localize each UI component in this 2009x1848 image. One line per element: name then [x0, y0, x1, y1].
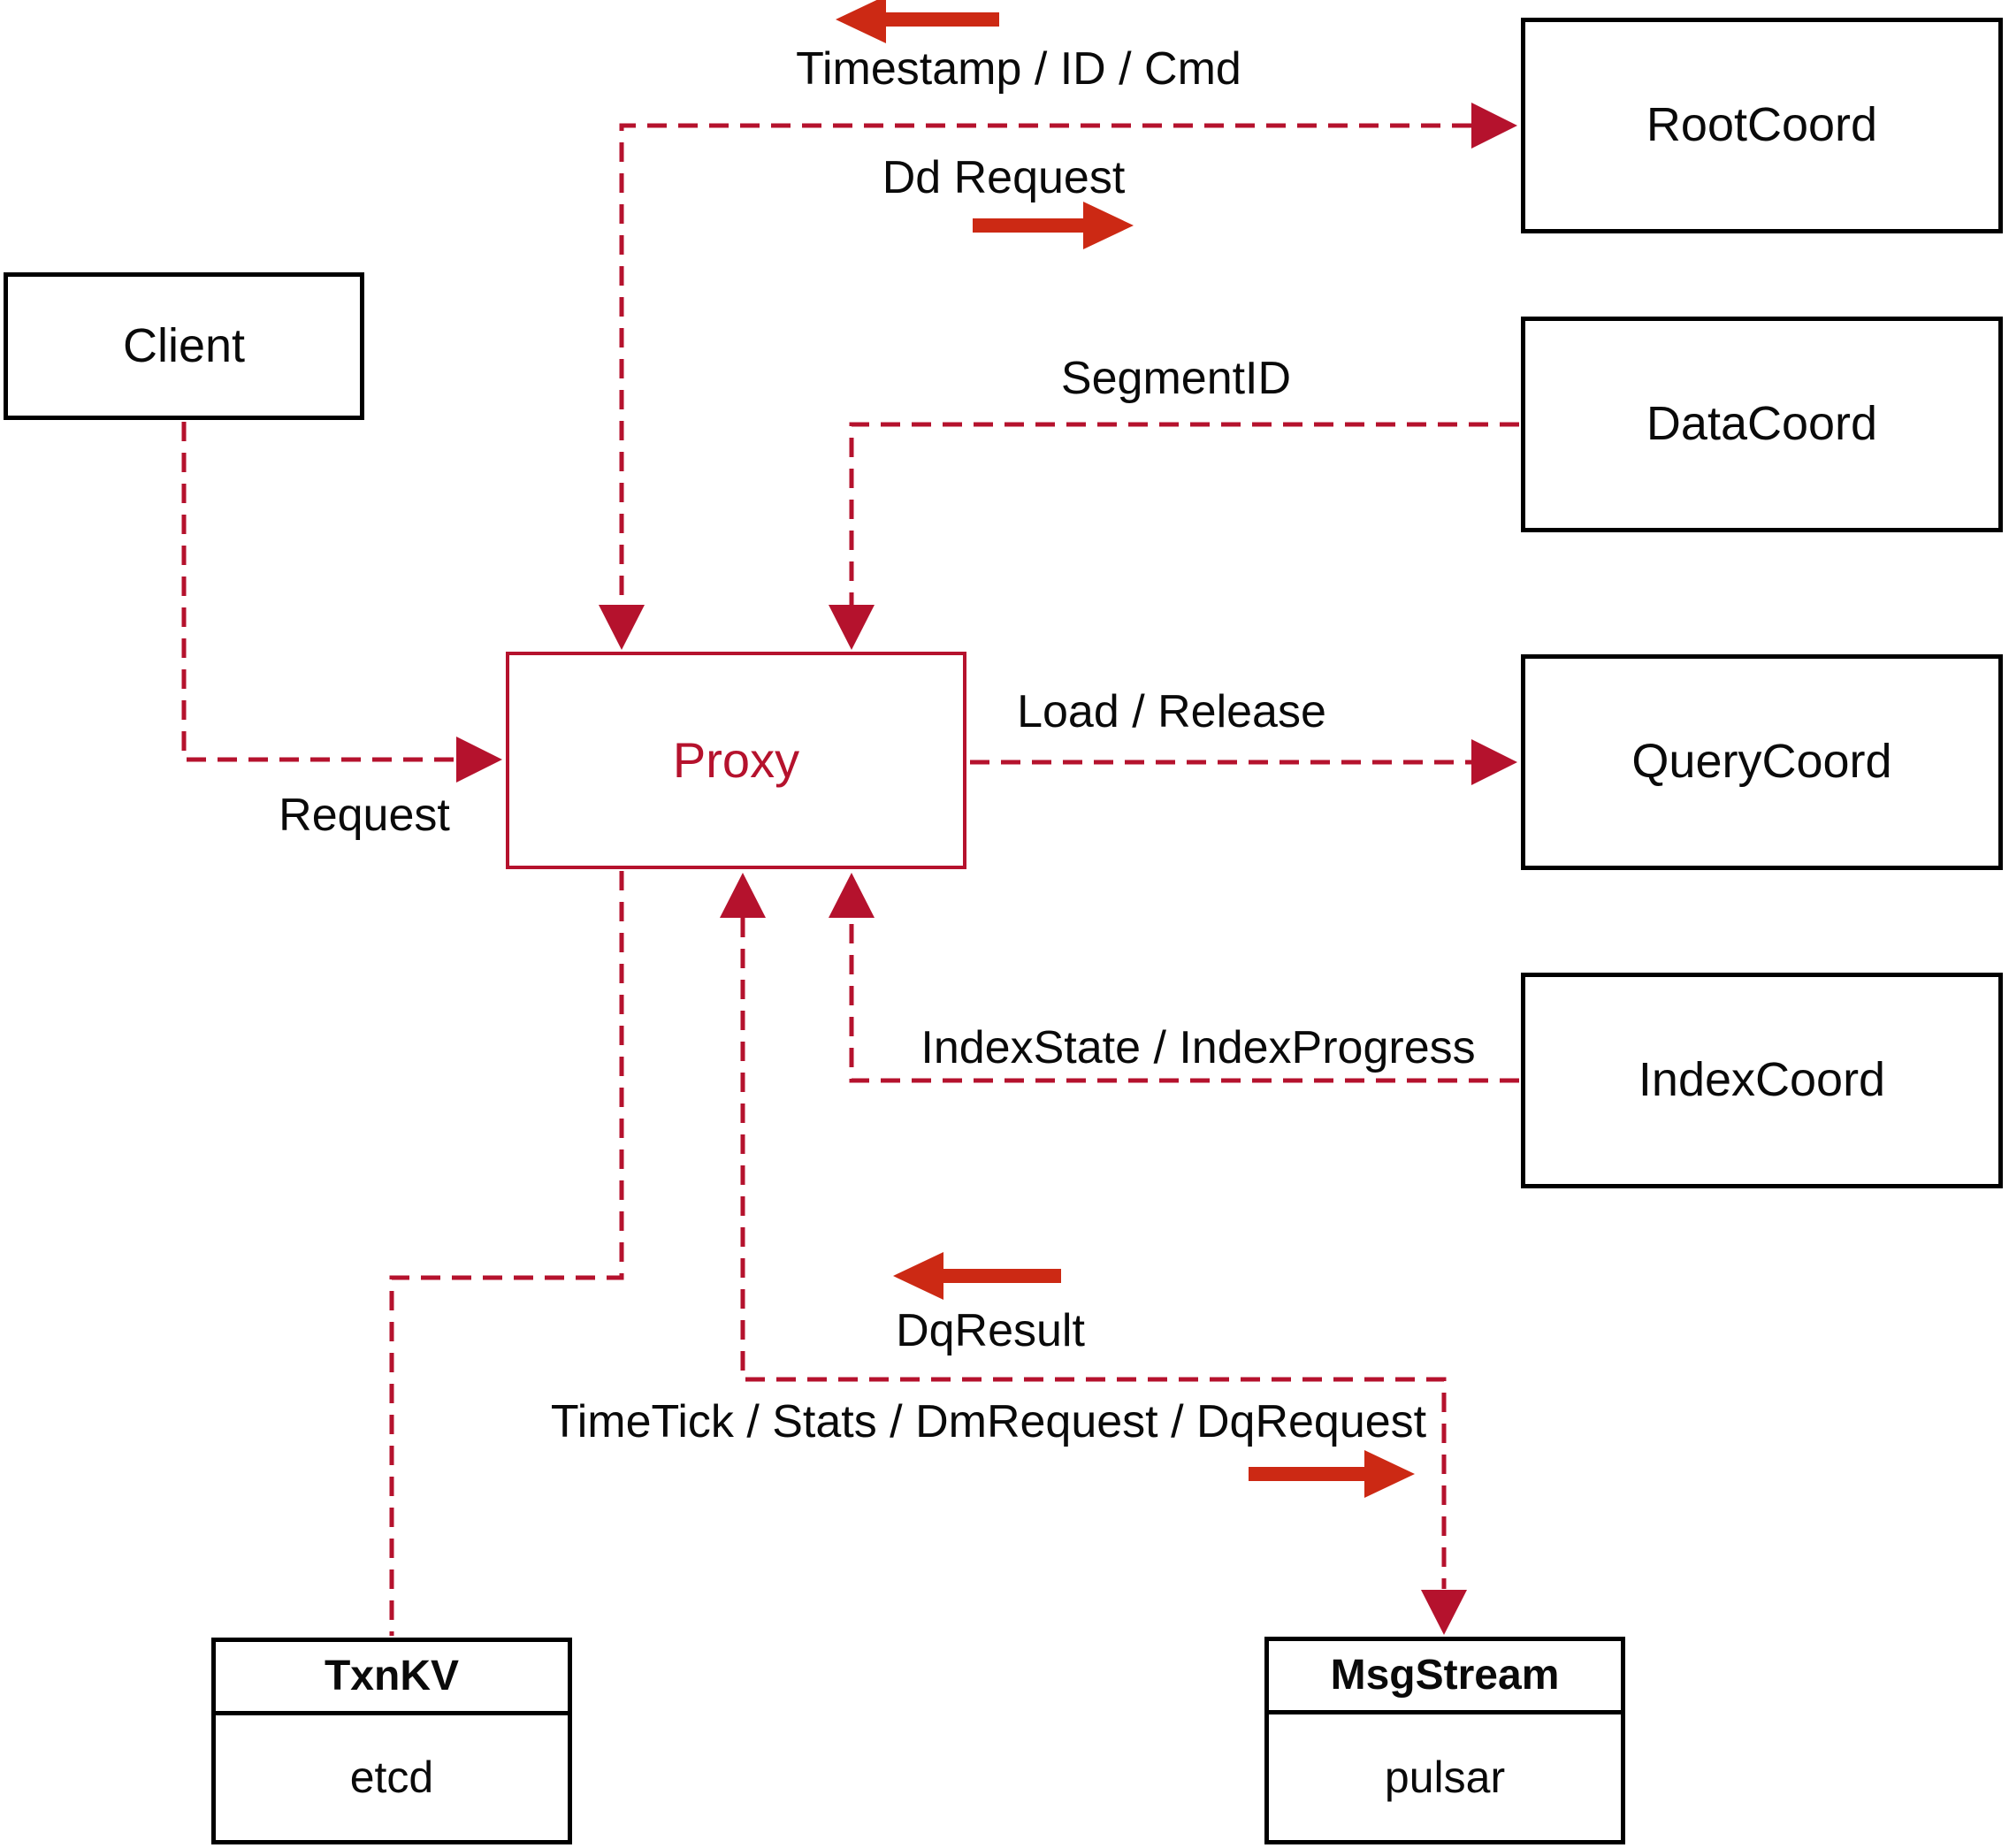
arrowhead-into-proxy-bottom-mid: [720, 873, 766, 918]
datacoord-node: DataCoord: [1521, 317, 2003, 532]
txnkv-node: TxnKV etcd: [211, 1638, 572, 1844]
proxy-label: Proxy: [672, 732, 800, 789]
edge-proxy-querycoord: [970, 739, 1517, 785]
client-label: Client: [122, 318, 246, 372]
right-arrow-icon-time-tick: [1249, 1450, 1415, 1498]
arrowhead-into-msgstream: [1421, 1590, 1467, 1635]
rootcoord-node: RootCoord: [1521, 18, 2003, 233]
indexcoord-node: IndexCoord: [1521, 973, 2003, 1188]
edge-label-segment-id: SegmentID: [1060, 353, 1292, 404]
left-arrow-icon-dq-result: [893, 1252, 1061, 1300]
edge-proxy-rootcoord: [599, 103, 1517, 650]
arrowhead-into-proxy-top-right: [829, 605, 875, 650]
edge-proxy-msgstream: [720, 873, 1467, 1635]
arrowhead-into-querycoord: [1471, 739, 1517, 785]
edge-label-dq-result: DqResult: [896, 1305, 1085, 1356]
arrowhead-into-rootcoord: [1471, 103, 1517, 149]
txnkv-title: TxnKV: [216, 1642, 568, 1715]
querycoord-node: QueryCoord: [1521, 654, 2003, 870]
indexcoord-label: IndexCoord: [1638, 1053, 1886, 1107]
edge-datacoord-proxy: [829, 422, 1519, 650]
msgstream-title: MsgStream: [1269, 1641, 1621, 1714]
edge-client-proxy: [181, 422, 502, 783]
edge-label-load-release: Load / Release: [1017, 686, 1326, 737]
datacoord-label: DataCoord: [1646, 397, 1878, 451]
edge-indexcoord-proxy: [829, 873, 1519, 1083]
rootcoord-label: RootCoord: [1646, 98, 1878, 152]
msgstream-node: MsgStream pulsar: [1264, 1637, 1625, 1844]
right-arrow-icon-dd-request: [973, 202, 1134, 249]
client-node: Client: [4, 272, 364, 420]
txnkv-implementation: etcd: [349, 1753, 434, 1802]
arrowhead-into-proxy-left: [456, 737, 502, 783]
arrowhead-into-proxy-bottom-right: [829, 873, 875, 918]
arrowhead-into-proxy-top-left: [599, 605, 645, 650]
left-arrow-icon-timestamp: [836, 0, 999, 43]
msgstream-implementation: pulsar: [1384, 1752, 1506, 1802]
edge-label-dd-request: Dd Request: [882, 152, 1126, 203]
querycoord-label: QueryCoord: [1631, 735, 1892, 789]
edge-label-time-tick: TimeTick / Stats / DmRequest / DqRequest: [550, 1396, 1427, 1447]
edge-proxy-txnkv: [389, 871, 624, 1636]
proxy-node: Proxy: [506, 652, 966, 869]
edge-label-timestamp: Timestamp / ID / Cmd: [796, 43, 1241, 95]
edge-label-request: Request: [279, 790, 450, 841]
edge-label-index-state: IndexState / IndexProgress: [920, 1022, 1476, 1073]
